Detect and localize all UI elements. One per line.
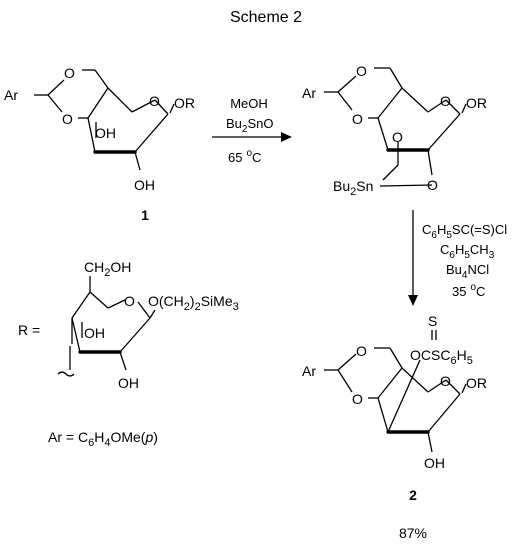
or-label: OR <box>466 375 487 391</box>
oxygen-label: O <box>427 177 438 193</box>
oxygen-label: O <box>356 343 367 359</box>
compound-1: Ar O O O OR OH OH 1 <box>4 65 195 223</box>
r-equals-label: R = <box>18 322 40 338</box>
reagent-label: C6H5CH3 <box>440 242 495 261</box>
reagent-label: C6H5SC(=S)Cl <box>422 222 507 241</box>
hydroxyl-label: OH <box>84 325 105 341</box>
ring-oxygen-label: O <box>440 373 451 389</box>
compound-number: 2 <box>409 487 417 503</box>
reagent-label: MeOH <box>230 96 268 111</box>
ar-label: Ar <box>4 87 18 103</box>
hydroxyl-label: OH <box>118 375 139 391</box>
ring-oxygen-label: O <box>440 93 451 109</box>
oxygen-label: O <box>352 391 363 407</box>
glycoside-chain-label: O(CH2)2SiMe3 <box>148 293 239 313</box>
ring-oxygen-label: O <box>149 93 160 109</box>
thiocarbonate-label: OCSC6H5 <box>410 347 473 367</box>
sulfur-label: S <box>428 313 437 329</box>
ar-label: Ar <box>302 363 316 379</box>
scheme-title: Scheme 2 <box>230 9 302 26</box>
ch2oh-label: CH2OH <box>84 259 131 279</box>
compound-2: Ar O O O OR OH S OCSC6H5 2 87% <box>302 313 487 541</box>
hydroxyl-label: OH <box>134 177 155 193</box>
oxygen-label: O <box>64 65 75 81</box>
yield-label: 87% <box>399 525 427 541</box>
ring-oxygen-label: O <box>124 293 135 309</box>
reagent-label: Bu4NCl <box>446 262 489 281</box>
ar-label: Ar <box>302 85 316 101</box>
compound-number: 1 <box>141 207 149 223</box>
or-label: OR <box>174 95 195 111</box>
oxygen-label: O <box>352 111 363 127</box>
oxygen-label: O <box>62 111 73 127</box>
oxygen-label: O <box>392 129 403 145</box>
ar-definition: Ar = C6H4OMe(p) <box>48 429 158 449</box>
or-label: OR <box>466 95 487 111</box>
stannylene-intermediate: Ar O O O OR O O Bu2Sn <box>302 63 487 198</box>
reagent-label: Bu2SnO <box>226 116 273 135</box>
r-group-definition: R = CH2OH O O(CH2)2SiMe3 OH OH <box>18 259 239 391</box>
hydroxyl-label: OH <box>95 125 116 141</box>
tin-label: Bu2Sn <box>333 178 373 198</box>
hydroxyl-label: OH <box>424 455 445 471</box>
oxygen-label: O <box>356 63 367 79</box>
